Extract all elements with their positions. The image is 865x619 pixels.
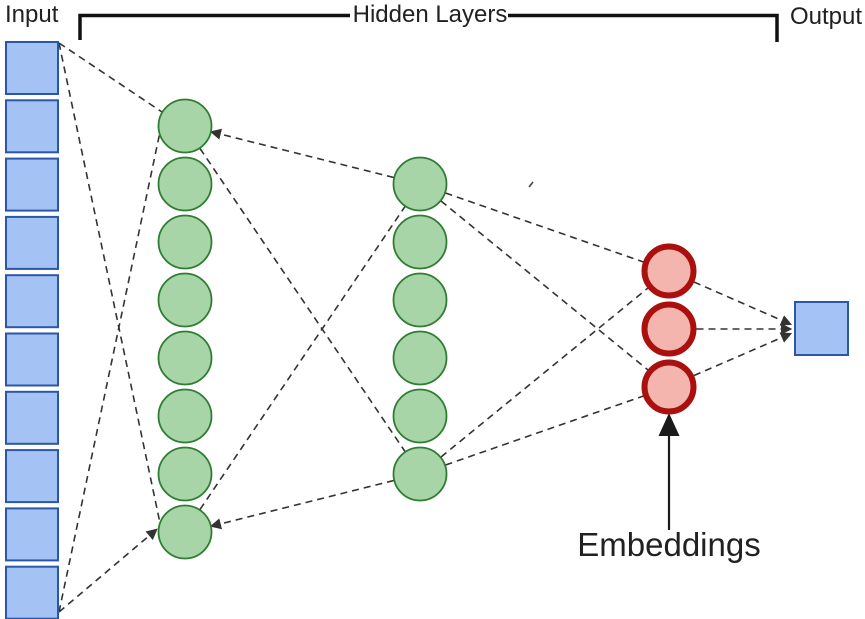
connection-line: [693, 281, 793, 326]
hidden2-node: [392, 446, 448, 502]
connection-line: [445, 395, 644, 466]
output-layer-label: Output: [790, 3, 863, 30]
connection-line: [58, 42, 163, 113]
hidden1-node: [157, 446, 213, 502]
hidden2-node: [392, 156, 448, 212]
input-node: [5, 99, 59, 154]
hidden2-node: [392, 272, 448, 328]
hidden1-node: [157, 504, 213, 560]
connection-line: [440, 287, 649, 458]
input-node: [5, 215, 59, 270]
stray-mark: [528, 181, 534, 188]
embedding-node: [641, 301, 697, 357]
hidden1-node: [157, 330, 213, 386]
connection-line: [440, 200, 649, 371]
input-node: [5, 157, 59, 212]
hidden1-node: [157, 98, 213, 154]
hidden2-node: [392, 388, 448, 444]
hidden-layers-bracket: [78, 13, 779, 42]
hidden1-node: [157, 272, 213, 328]
connection-line: [58, 528, 158, 613]
connection-line: [693, 332, 793, 377]
connection-line: [209, 128, 394, 179]
hidden1-node: [157, 214, 213, 270]
input-node: [5, 507, 59, 562]
embedding-node: [641, 243, 697, 299]
input-node: [5, 390, 59, 445]
connection-line: [58, 131, 161, 613]
input-node: [5, 274, 59, 329]
input-node: [5, 565, 59, 619]
connection-line: [199, 148, 406, 452]
hidden1-node: [157, 388, 213, 444]
connection-line: [199, 206, 406, 510]
hidden2-node: [392, 330, 448, 386]
input-node: [5, 332, 59, 387]
input-node: [5, 449, 59, 504]
hidden1-node: [157, 156, 213, 212]
input-node: [5, 41, 59, 95]
hidden2-node: [392, 214, 448, 270]
output-node: [794, 301, 849, 356]
connection-line: [58, 42, 161, 524]
embeddings-label: Embeddings: [577, 526, 761, 563]
input-layer-label: Input: [5, 1, 59, 28]
embedding-node: [641, 359, 697, 415]
connection-line: [445, 192, 644, 263]
connection-line: [209, 479, 394, 530]
embeddings-arrowhead: [658, 413, 680, 436]
hidden-layers-label: Hidden Layers: [352, 1, 508, 28]
